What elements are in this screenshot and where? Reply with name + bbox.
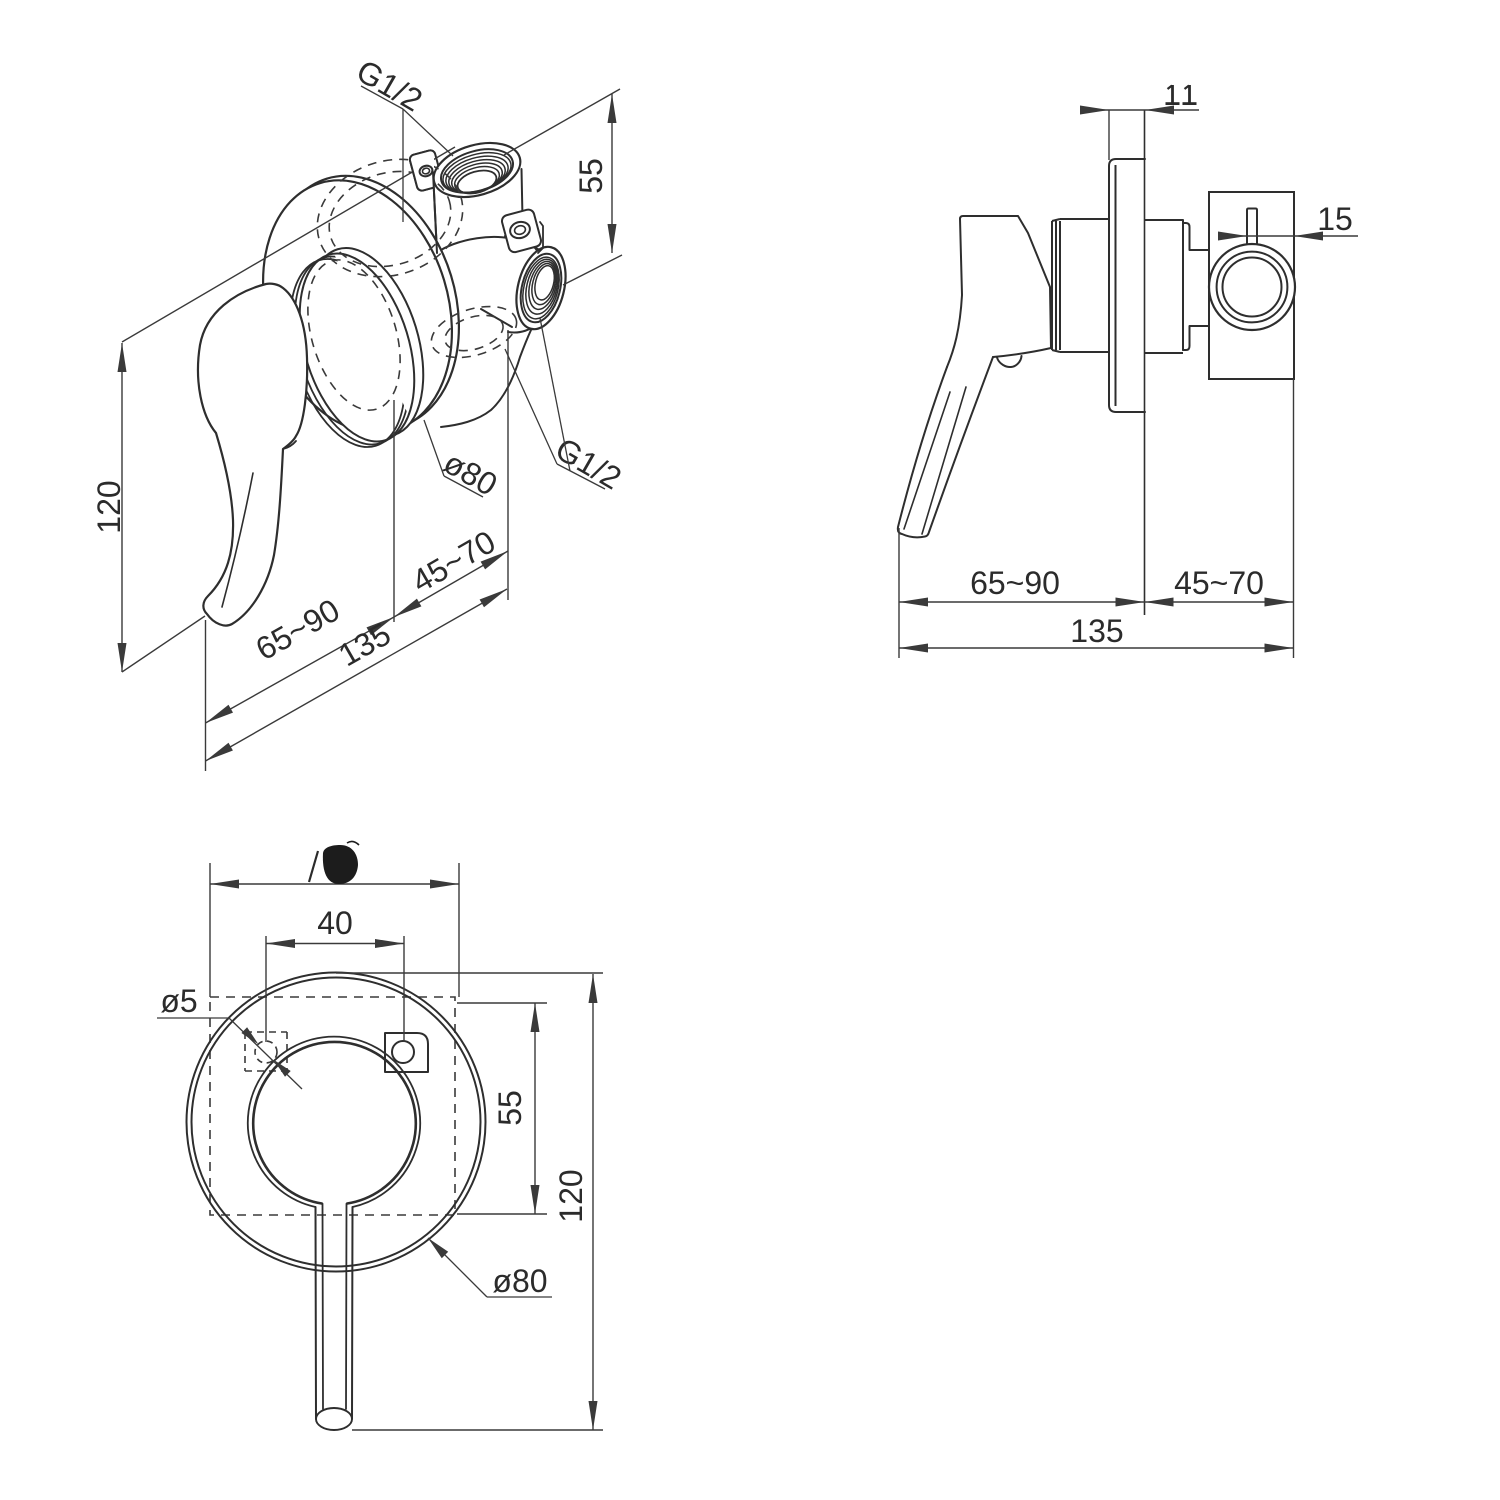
svg-text:55: 55 — [492, 1090, 528, 1126]
svg-text:45~70: 45~70 — [1174, 565, 1264, 601]
svg-text:120: 120 — [553, 1169, 589, 1222]
svg-text:ø5: ø5 — [160, 983, 197, 1019]
svg-text:55: 55 — [573, 158, 609, 194]
svg-text:15: 15 — [1317, 201, 1353, 237]
svg-text:40: 40 — [317, 905, 353, 941]
svg-text:ø80: ø80 — [492, 1263, 547, 1299]
svg-text:65~90: 65~90 — [970, 565, 1060, 601]
svg-text:135: 135 — [1070, 613, 1123, 649]
svg-text:120: 120 — [91, 480, 127, 533]
